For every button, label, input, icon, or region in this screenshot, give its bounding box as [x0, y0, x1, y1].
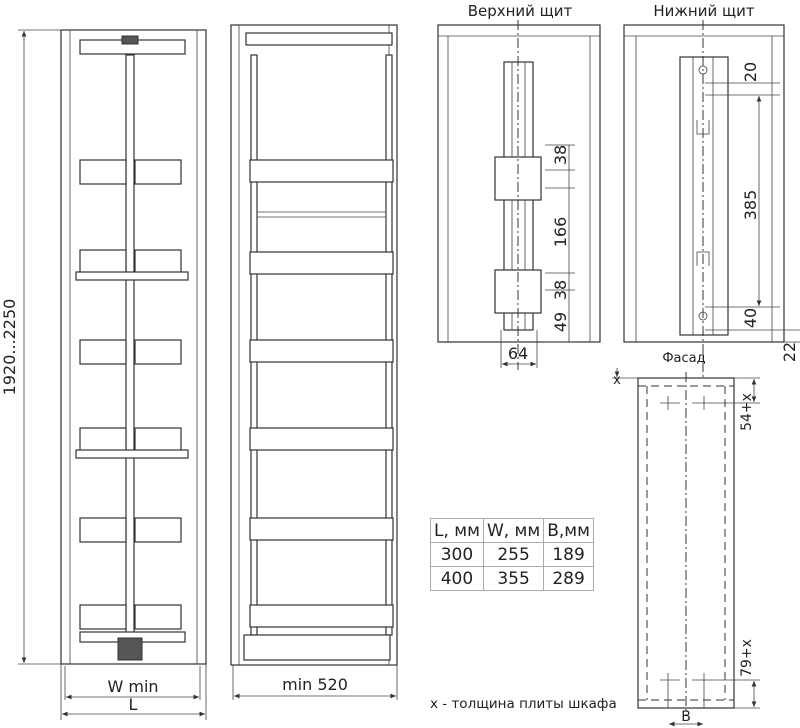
- basket-left: [79, 427, 127, 453]
- basket-left: [79, 517, 127, 543]
- basket-rail: [75, 271, 189, 281]
- w-min-label: W min: [107, 677, 158, 696]
- dim-54-x: 54+x: [739, 393, 755, 431]
- l-label: L: [129, 695, 138, 714]
- height-dimension: 1920...2250: [0, 29, 61, 665]
- basket-left: [79, 159, 127, 185]
- shelf: [249, 604, 394, 628]
- basket-right: [134, 427, 182, 453]
- dim-38-bottom: 38: [551, 280, 570, 300]
- bottom-panel-title: Нижний щит: [653, 2, 754, 20]
- table-row: 300 255 189: [430, 542, 594, 567]
- front-view-baskets: [60, 29, 207, 665]
- shelf: [249, 517, 394, 541]
- header-w: W, мм: [482, 518, 545, 543]
- min-depth-label: min 520: [282, 675, 348, 694]
- footnote: x - толщина плиты шкафа: [430, 696, 617, 712]
- dim-38-top: 38: [551, 145, 570, 165]
- dim-64: 64: [508, 344, 528, 363]
- basket-right: [134, 159, 182, 185]
- shelf: [249, 339, 394, 363]
- basket-right: [134, 249, 182, 275]
- basket-right: [134, 517, 182, 543]
- basket-right: [134, 339, 182, 365]
- dim-79-x: 79+x: [739, 639, 755, 677]
- height-range-label: 1920...2250: [0, 299, 19, 396]
- basket-right: [134, 604, 182, 630]
- bottom-panel-view: Нижний щит 20 385 40 22: [623, 2, 800, 380]
- cell: 300: [430, 542, 484, 567]
- dim-22: 22: [780, 342, 799, 362]
- size-table: L, мм W, мм B,мм 300 255 189 400 355 289: [430, 518, 594, 591]
- dim-40: 40: [741, 308, 760, 328]
- cell: 189: [543, 542, 594, 567]
- side-view-baskets: [230, 24, 398, 666]
- basket-rail: [75, 449, 189, 459]
- dim-20: 20: [741, 62, 760, 82]
- cell: 255: [482, 542, 545, 567]
- table-row: 400 355 289: [430, 566, 594, 591]
- basket-left: [79, 339, 127, 365]
- b-label: B: [681, 709, 691, 725]
- shelf: [249, 427, 394, 451]
- cell: 355: [482, 566, 545, 591]
- width-dimensions: W min L: [60, 664, 207, 720]
- top-panel-view: Верхний щит 38 166 38 49 64: [437, 2, 601, 370]
- cell: 400: [430, 566, 484, 591]
- dim-166: 166: [551, 217, 570, 248]
- facade-view: Фасад x 54+x 79+x B: [612, 351, 760, 727]
- dim-385: 385: [741, 190, 760, 221]
- dim-49: 49: [551, 312, 570, 332]
- header-b: B,мм: [543, 518, 594, 543]
- header-l: L, мм: [430, 518, 484, 543]
- table-header-row: L, мм W, мм B,мм: [430, 518, 594, 543]
- basket-left: [79, 249, 127, 275]
- basket-left: [79, 604, 127, 630]
- thickness-x-label: x: [613, 373, 621, 388]
- depth-dimension: min 520: [232, 665, 398, 700]
- top-panel-title: Верхний щит: [468, 2, 573, 20]
- shelf: [249, 251, 394, 275]
- cell: 289: [543, 566, 594, 591]
- facade-title: Фасад: [662, 351, 705, 366]
- shelf: [249, 159, 394, 183]
